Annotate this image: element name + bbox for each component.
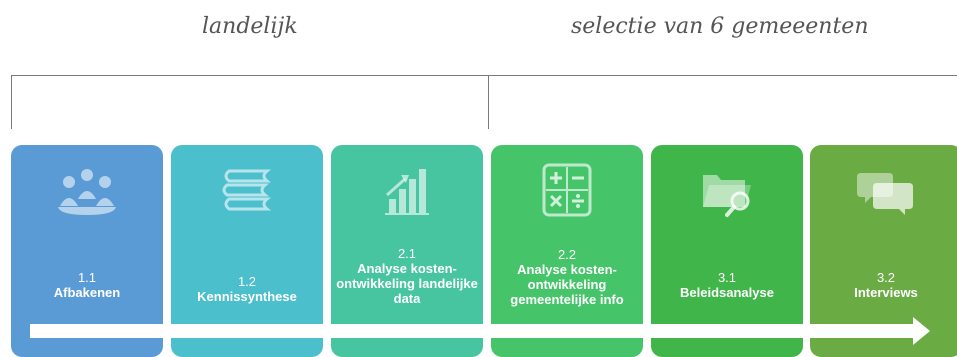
step-title: Interviews — [854, 285, 918, 300]
step-title: Analyse kosten-ontwikkeling landelijke d… — [336, 261, 478, 306]
step-title: Afbakenen — [53, 285, 121, 300]
bracket-left-tick — [11, 75, 12, 129]
step-number: 3.1 — [717, 270, 737, 285]
step-title: Beleidsanalyse — [680, 285, 774, 300]
step-card-analyse-gemeentelijk: 2.2 Analyse kosten-ontwikkeling gemeente… — [491, 145, 643, 357]
folder-search-icon — [651, 163, 803, 219]
bar-chart-icon — [331, 163, 483, 219]
step-number: 2.1 — [397, 246, 417, 261]
timeline-arrow — [30, 317, 930, 345]
step-card-afbakenen: 1.1 Afbakenen — [11, 145, 163, 357]
step-card-beleidsanalyse: 3.1 Beleidsanalyse — [651, 145, 803, 357]
books-icon — [171, 163, 323, 219]
chat-icon — [810, 163, 957, 219]
step-card-kennissynthese: 1.2 Kennissynthese — [171, 145, 323, 357]
step-title: Kennissynthese — [197, 289, 297, 304]
step-card-analyse-landelijk: 2.1 Analyse kosten-ontwikkeling landelij… — [331, 145, 483, 357]
step-number: 2.2 — [557, 247, 577, 262]
bracket-top-line — [11, 75, 957, 76]
scope-label-gemeenten: selectie van 6 gemeeenten — [571, 14, 869, 39]
step-number: 1.1 — [77, 270, 97, 285]
step-number: 3.2 — [876, 270, 896, 285]
scope-label-landelijk: landelijk — [202, 14, 298, 39]
people-icon — [11, 163, 163, 219]
step-number: 1.2 — [237, 274, 257, 289]
step-card-interviews: 3.2 Interviews — [810, 145, 957, 357]
calculator-icon — [491, 163, 643, 219]
bracket-divider-tick — [488, 75, 489, 129]
step-title: Analyse kosten-ontwikkeling gemeentelijk… — [510, 262, 624, 307]
